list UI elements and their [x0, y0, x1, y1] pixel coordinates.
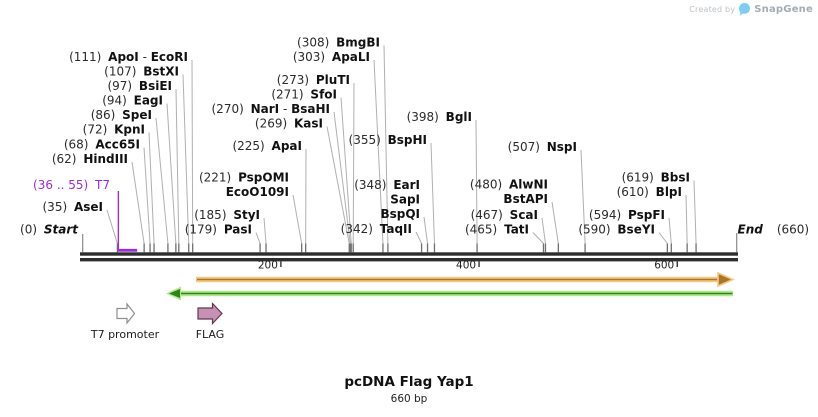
enzyme-label-HindIII: (62) HindIII	[52, 152, 128, 166]
leader-line-TaqII	[415, 231, 423, 244]
leader-line-ScaI	[541, 217, 546, 244]
ruler-number-600: 600	[654, 260, 674, 272]
enzyme-label-BbsI: (619) BbsI	[622, 171, 690, 185]
enzyme-label-PspOMI: (221) PspOMI	[199, 171, 289, 185]
t7-promoter-label: T7 promoter	[90, 328, 160, 341]
map-line-top	[80, 252, 738, 256]
enzyme-label-TaqII: (342) TaqII	[341, 222, 412, 236]
leader-line-BmgBI	[383, 45, 389, 244]
leader-line-BspHI	[430, 142, 435, 244]
enzyme-label-PspOMI: EcoO109I	[226, 185, 289, 199]
leader-line-BseYI	[658, 232, 668, 244]
enzyme-label-EagI: (94) EagI	[102, 94, 163, 108]
enzyme-label-KpnI: (72) KpnI	[83, 123, 145, 137]
enzyme-label-AlwNI: BstAPI	[503, 192, 548, 206]
flag-arrow	[197, 301, 223, 326]
leader-line-ApaLI	[373, 59, 384, 244]
t7-promoter-arrow	[116, 302, 136, 325]
leader-line-NarI - BsaHI	[333, 111, 351, 244]
enzyme-label-BseYI: (590) BseYI	[578, 223, 655, 237]
leader-line-Acc65I	[143, 147, 151, 244]
map-length: 660 bp	[390, 393, 428, 405]
forward-strand-arrow-head	[717, 271, 736, 288]
enzyme-label-SfoI: (271) SfoI	[271, 88, 337, 102]
leader-line-AseI	[106, 209, 118, 244]
leader-line-BlpI	[685, 194, 688, 244]
enzyme-label-KasI: (269) KasI	[255, 117, 323, 131]
enzyme-label-EarI: SapI	[390, 193, 420, 207]
t7-region-label: (36 .. 55) T7	[33, 178, 110, 192]
enzyme-label-BspHI: (355) BspHI	[349, 133, 427, 147]
leader-line-SpeI	[155, 117, 169, 244]
start-label: (0) Start	[20, 223, 79, 237]
enzyme-label-AseI: (35) AseI	[43, 200, 104, 214]
watermark-brand: SnapGene	[754, 4, 813, 15]
leader-line-BglI	[475, 119, 478, 244]
map-title: pcDNA Flag Yap1	[344, 374, 474, 390]
leader-line-StyI	[263, 217, 267, 244]
leader-line-SfoI	[340, 97, 352, 244]
enzyme-label-BstXI: (107) BstXI	[104, 65, 179, 79]
leader-line-PasI	[255, 232, 261, 244]
leader-line-NspI	[580, 149, 586, 244]
ruler-number-400: 400	[456, 260, 476, 272]
enzyme-label-StyI: (185) StyI	[194, 208, 260, 222]
enzyme-label-EarI: (348) EarI	[354, 178, 420, 192]
enzyme-label-Acc65I: (68) Acc65I	[64, 138, 140, 152]
ruler-number-200: 200	[258, 260, 278, 272]
leader-line-TatI	[532, 232, 544, 244]
enzyme-label-BglI: (398) BglI	[407, 110, 472, 124]
enzyme-label-ApaLI: (303) ApaLI	[293, 50, 370, 64]
enzyme-label-NarI - BsaHI: (270) NarI - BsaHI	[212, 102, 331, 116]
enzyme-label-NspI: (507) NspI	[508, 140, 577, 154]
snapgene-pin-icon	[739, 3, 751, 16]
enzyme-label-SpeI: (86) SpeI	[91, 108, 152, 122]
enzyme-label-PasI: (179) PasI	[185, 223, 252, 237]
leader-line-EarI	[423, 216, 429, 244]
leader-line-PspOMI	[292, 194, 303, 244]
reverse-strand-arrow-head	[169, 289, 180, 298]
enzyme-label-ApaI: (225) ApaI	[232, 139, 302, 153]
leader-line-ApoI - EcoRI	[191, 59, 194, 244]
enzyme-label-ApoI - EcoRI: (111) ApoI - EcoRI	[69, 50, 188, 64]
enzyme-label-ScaI: (467) ScaI	[471, 208, 538, 222]
enzyme-label-PluTI: (273) PluTI	[277, 73, 350, 87]
enzyme-label-TatI: (465) TatI	[465, 223, 529, 237]
enzyme-label-BlpI: (610) BlpI	[617, 185, 682, 199]
enzyme-label-EarI: BspQI	[380, 207, 420, 221]
leader-line-BstXI	[182, 74, 190, 244]
enzyme-label-PspFI: (594) PspFI	[589, 208, 665, 222]
flag-label: FLAG	[195, 328, 225, 341]
watermark-created-by: Created by	[689, 5, 736, 14]
enzyme-label-BmgBI: (308) BmgBI	[297, 36, 380, 50]
leader-line-KpnI	[148, 132, 155, 244]
enzyme-label-BsiEI: (97) BsiEI	[107, 79, 172, 93]
leader-line-PluTI	[352, 82, 355, 244]
leader-line-KasI	[326, 126, 350, 244]
leader-line-EagI	[166, 103, 177, 244]
end-label: End(660)	[738, 223, 810, 237]
watermark: Created by SnapGene	[689, 3, 813, 16]
map-line-bottom	[80, 258, 738, 262]
leader-line-BsiEI	[175, 88, 180, 244]
enzyme-label-AlwNI: (480) AlwNI	[470, 178, 548, 192]
leader-line-HindIII	[131, 161, 145, 244]
title-block: pcDNA Flag Yap1 660 bp	[0, 374, 818, 405]
leader-line-BbsI	[693, 180, 697, 244]
leader-line-PspFI	[668, 217, 672, 244]
leader-line-AlwNI	[551, 201, 559, 244]
